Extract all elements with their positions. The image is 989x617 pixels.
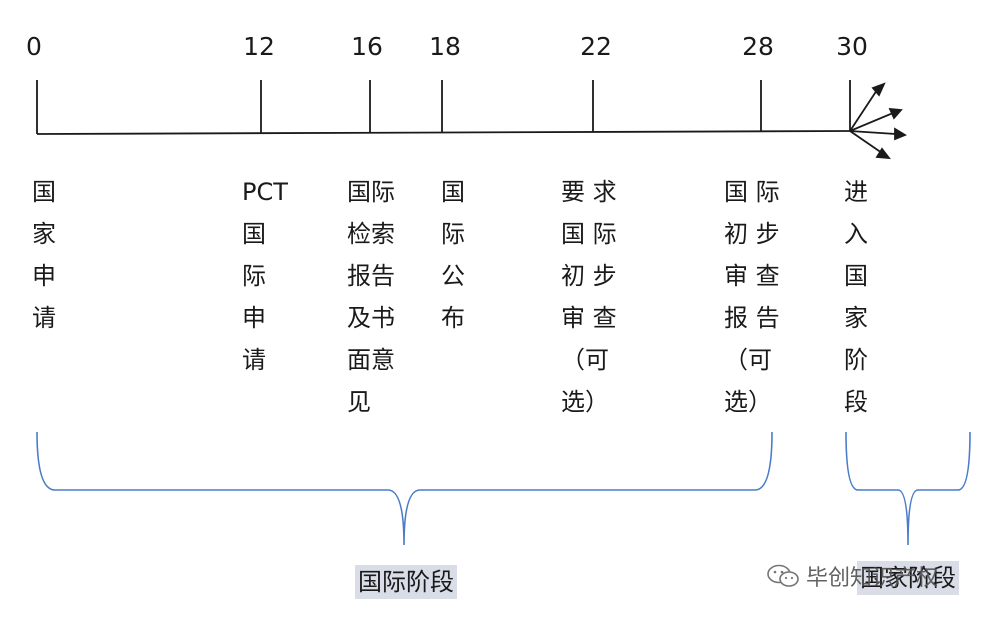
national-phase-brace	[845, 431, 971, 546]
event-line: 面意	[347, 346, 395, 374]
month-label-12: 12	[243, 32, 275, 61]
event-line: 见	[347, 388, 371, 416]
event-line: 国	[242, 220, 266, 248]
event-line: 国	[844, 262, 868, 290]
event-line: 国	[32, 178, 56, 206]
event-international-publication: 国际公布	[441, 171, 465, 339]
timeline-ticks	[36, 80, 851, 134]
event-line: 国际	[347, 178, 395, 206]
wechat-logo-icon	[767, 564, 799, 587]
event-line: 申	[242, 304, 266, 332]
event-line: 要 求	[561, 178, 617, 206]
event-line: PCT	[242, 178, 288, 206]
event-line: 选）	[724, 388, 772, 416]
event-line: 布	[441, 304, 465, 332]
event-line: 际	[441, 220, 465, 248]
event-line: 阶	[844, 346, 868, 374]
event-line: 请	[32, 304, 56, 332]
month-label-16: 16	[351, 32, 383, 61]
watermark: 毕创知识产权	[766, 558, 938, 594]
event-line: 进	[844, 178, 868, 206]
event-line: （可	[724, 346, 772, 374]
event-preliminary-examination-report: 国 际初 步审 查报 告 （可选）	[724, 171, 780, 423]
month-label-18: 18	[429, 32, 461, 61]
event-line: （可	[561, 346, 609, 374]
event-line: 申	[32, 262, 56, 290]
event-line: 公	[441, 262, 465, 290]
month-label-30: 30	[836, 32, 868, 61]
month-label-28: 28	[742, 32, 774, 61]
event-line: 初 步	[724, 220, 780, 248]
event-line: 审 查	[724, 262, 780, 290]
international-phase-brace	[36, 431, 773, 546]
month-label-22: 22	[580, 32, 612, 61]
event-line: 选）	[561, 388, 609, 416]
event-line: 入	[844, 220, 868, 248]
event-line: 检索	[347, 220, 395, 248]
event-line: 报 告	[724, 304, 780, 332]
event-line: 国 际	[724, 178, 780, 206]
watermark-text: 毕创知识产权	[806, 566, 939, 591]
event-enter-national-phase: 进入国家阶段	[844, 171, 868, 423]
event-line: 审 查	[561, 304, 617, 332]
month-label-0: 0	[26, 32, 42, 61]
timeline-axis	[36, 130, 851, 135]
event-pct-international-application: PCT 国际申请	[242, 171, 288, 381]
event-line: 家	[844, 304, 868, 332]
event-international-search-report: 国际检索报告及书面意见	[347, 171, 395, 423]
event-line: 报告	[347, 262, 395, 290]
event-line: 国 际	[561, 220, 617, 248]
event-demand-preliminary-examination: 要 求国 际初 步审 查 （可选）	[561, 171, 617, 423]
event-line: 际	[242, 262, 266, 290]
event-line: 国	[441, 178, 465, 206]
event-line: 家	[32, 220, 56, 248]
event-line: 及书	[347, 304, 395, 332]
event-line: 段	[844, 388, 868, 416]
event-line: 初 步	[561, 262, 617, 290]
event-line: 请	[242, 346, 266, 374]
arrow-fan-icon	[849, 82, 908, 160]
international-phase-label: 国际阶段	[355, 565, 457, 599]
event-national-application: 国家申请	[32, 171, 56, 339]
national-phase-label: 国家阶段	[857, 561, 959, 595]
